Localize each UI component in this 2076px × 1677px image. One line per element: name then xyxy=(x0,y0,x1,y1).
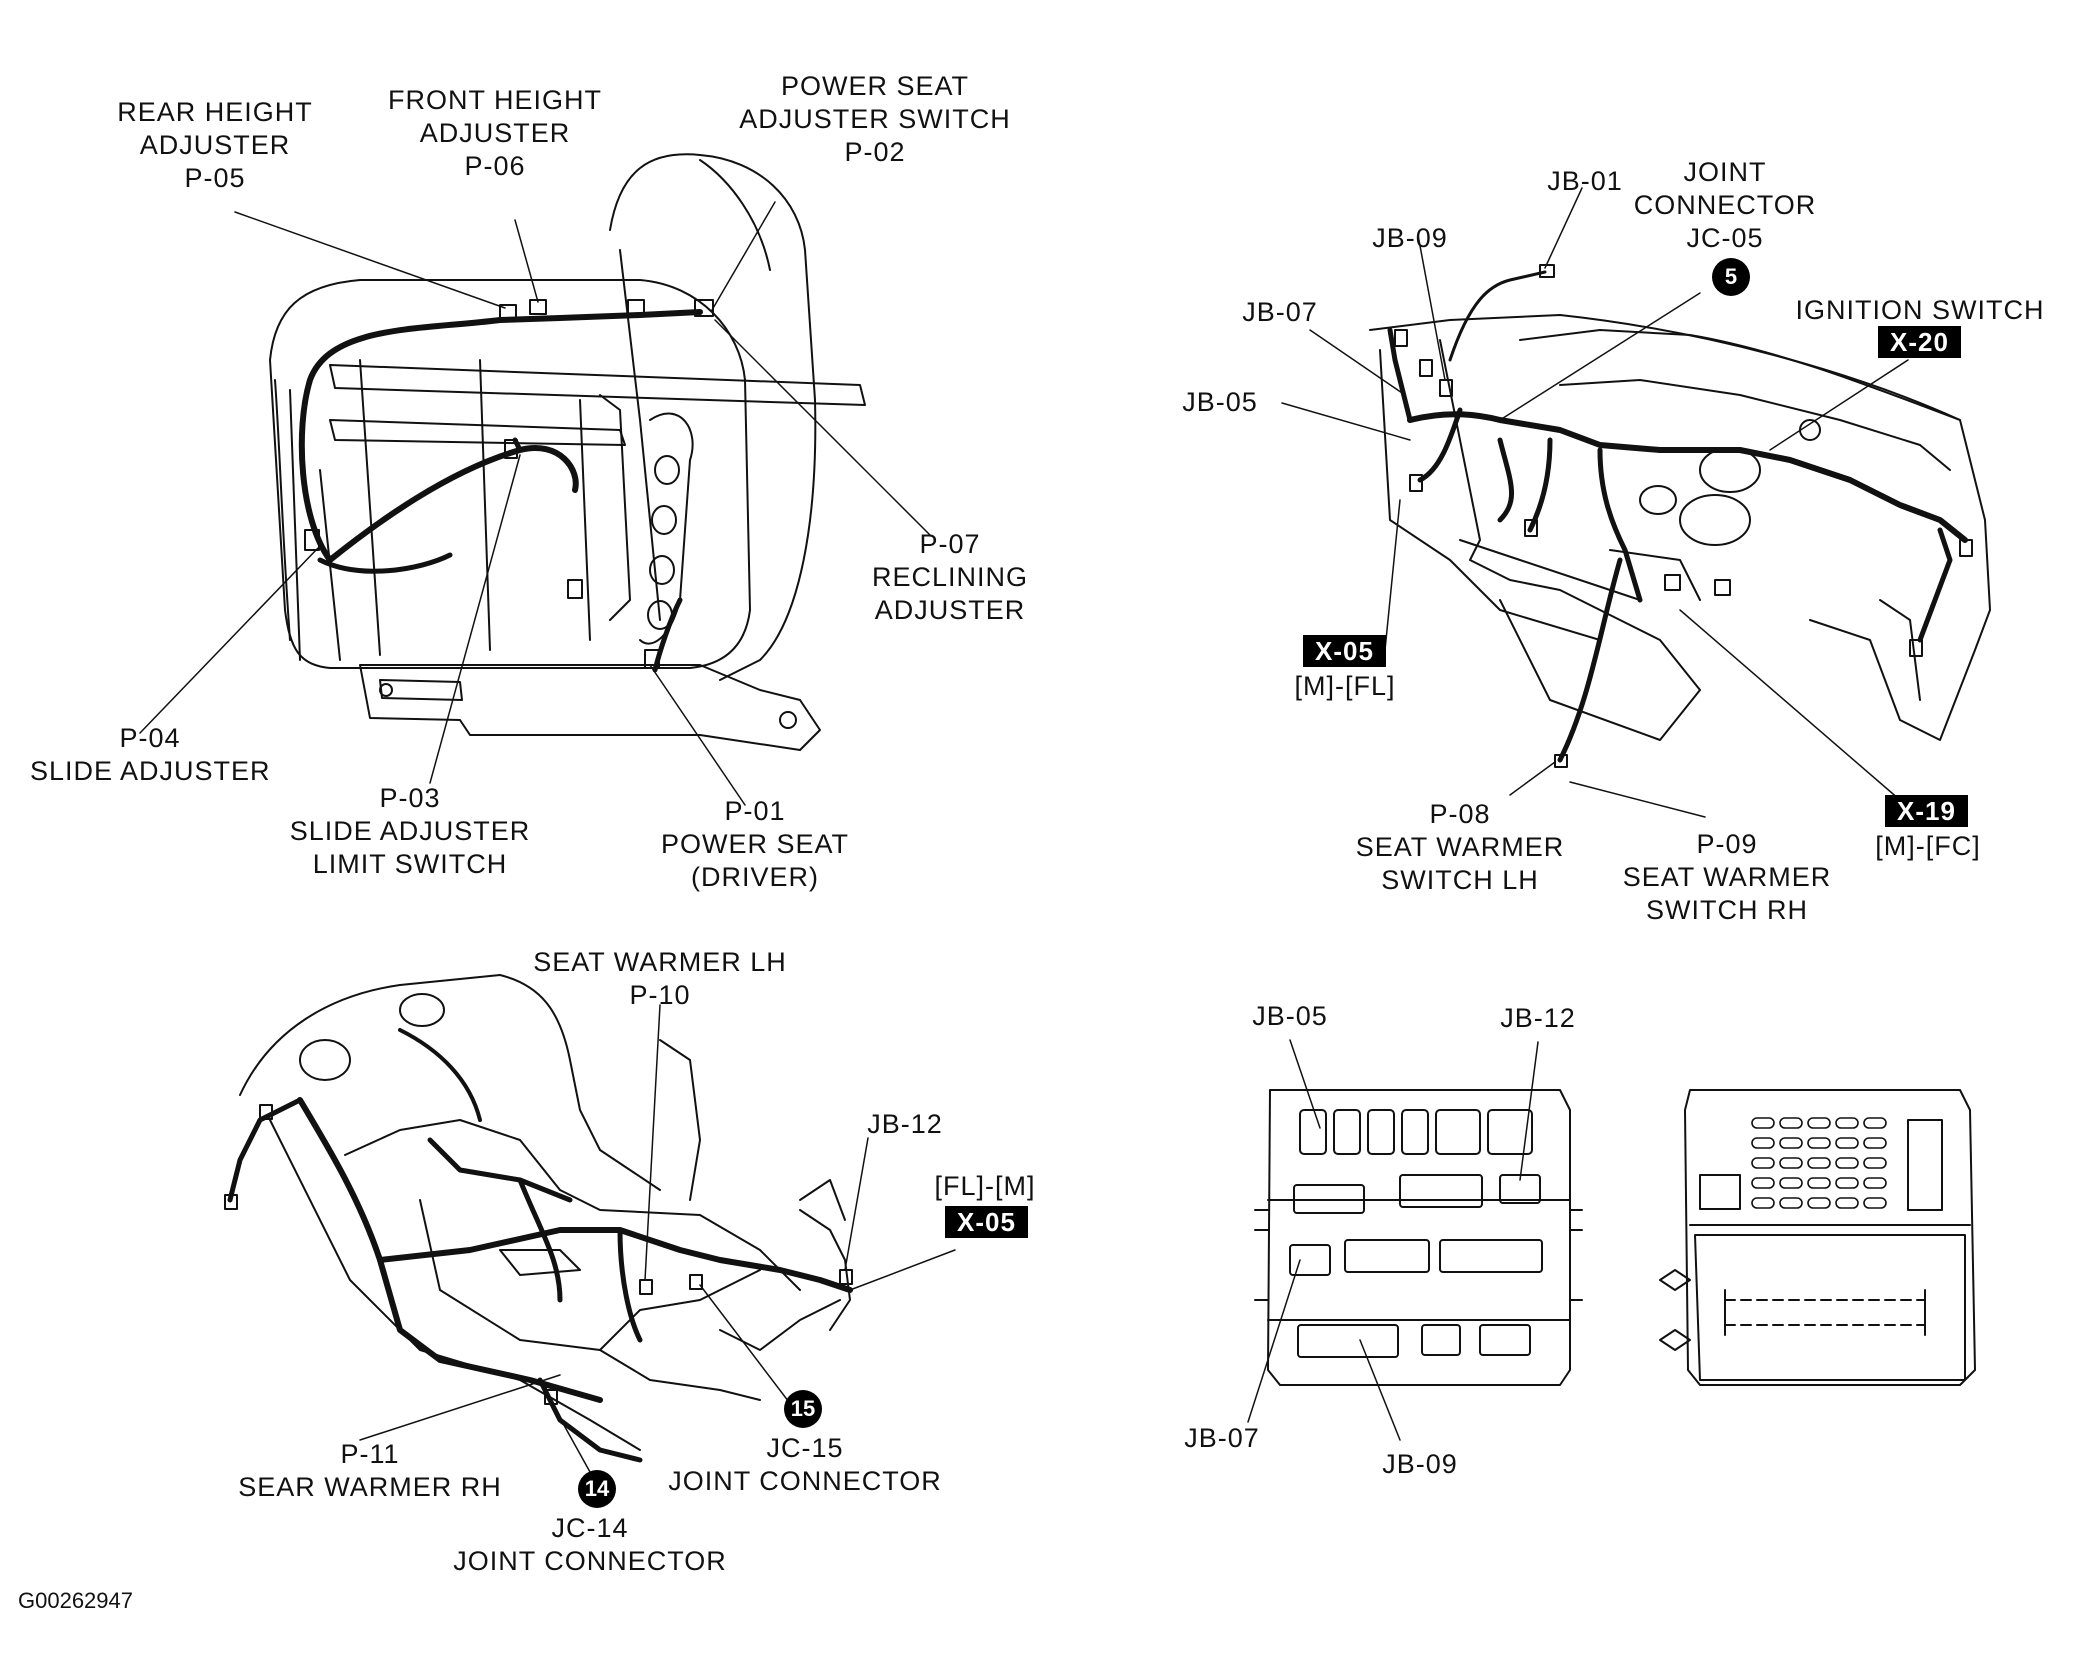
label-front-height-adjuster: FRONT HEIGHT ADJUSTER P-06 xyxy=(388,85,602,181)
label-jb-09-dash: JB-09 xyxy=(1372,223,1448,253)
label-m-fl: [M]-[FL] xyxy=(1294,671,1396,701)
label-jb-07-box: JB-07 xyxy=(1184,1423,1260,1453)
label-seat-warmer-lh: SEAT WARMER LH P-10 xyxy=(533,947,787,1010)
label-jb-01: JB-01 xyxy=(1547,166,1623,196)
label-power-seat-adjuster-switch: POWER SEAT ADJUSTER SWITCH P-02 xyxy=(739,71,1011,167)
label-jb-12-floor: JB-12 xyxy=(867,1109,943,1139)
figure-id: G00262947 xyxy=(18,1588,133,1613)
label-ignition-switch: IGNITION SWITCH xyxy=(1795,295,2045,325)
label-sear-warmer-rh: P-11 SEAR WARMER RH xyxy=(238,1439,502,1502)
jc-15-marker: 15 xyxy=(784,1390,822,1428)
label-slide-adjuster-limit-switch: P-03 SLIDE ADJUSTER LIMIT SWITCH xyxy=(289,783,531,879)
jc-05-marker: 5 xyxy=(1712,258,1750,296)
label-jb-05-box: JB-05 xyxy=(1252,1001,1328,1031)
label-jb-12-box: JB-12 xyxy=(1500,1003,1576,1033)
label-jc-14-joint-connector: JC-14 JOINT CONNECTOR xyxy=(453,1513,727,1576)
connector-tag-x-20: X-20 xyxy=(1878,326,1961,358)
jc-14-marker: 14 xyxy=(578,1470,616,1508)
label-jb-09-box: JB-09 xyxy=(1382,1449,1458,1479)
label-reclining-adjuster: P-07 RECLINING ADJUSTER xyxy=(871,529,1029,625)
label-slide-adjuster: P-04 SLIDE ADJUSTER xyxy=(30,723,271,786)
connector-tag-x-19: X-19 xyxy=(1885,795,1968,827)
label-rear-height-adjuster: REAR HEIGHT ADJUSTER P-05 xyxy=(117,97,313,193)
connector-tag-x-05-dash: X-05 xyxy=(1303,635,1386,667)
junction-box-rear-drawing xyxy=(1659,1089,1976,1386)
junction-box-vent-slots xyxy=(1751,1117,1887,1209)
label-power-seat-driver: P-01 POWER SEAT (DRIVER) xyxy=(660,796,850,892)
label-jb-07-dash: JB-07 xyxy=(1242,297,1318,327)
instrument-panel-drawing xyxy=(1281,187,1991,818)
label-seat-warmer-switch-lh: P-08 SEAT WARMER SWITCH LH xyxy=(1355,799,1565,895)
label-joint-connector-jc-05: JOINT CONNECTOR JC-05 xyxy=(1633,157,1817,253)
connector-tag-x-05-floor: X-05 xyxy=(945,1206,1028,1238)
floor-harness-drawing xyxy=(224,974,956,1491)
label-m-fc: [M]-[FC] xyxy=(1875,831,1981,861)
label-fl-m: [FL]-[M] xyxy=(934,1171,1036,1201)
junction-box-front-drawing xyxy=(1247,1039,1583,1441)
label-seat-warmer-switch-rh: P-09 SEAT WARMER SWITCH RH xyxy=(1622,829,1832,925)
power-seat-drawing xyxy=(139,153,931,806)
label-jb-05-dash: JB-05 xyxy=(1182,387,1258,417)
label-jc-15-joint-connector: JC-15 JOINT CONNECTOR xyxy=(668,1433,942,1496)
